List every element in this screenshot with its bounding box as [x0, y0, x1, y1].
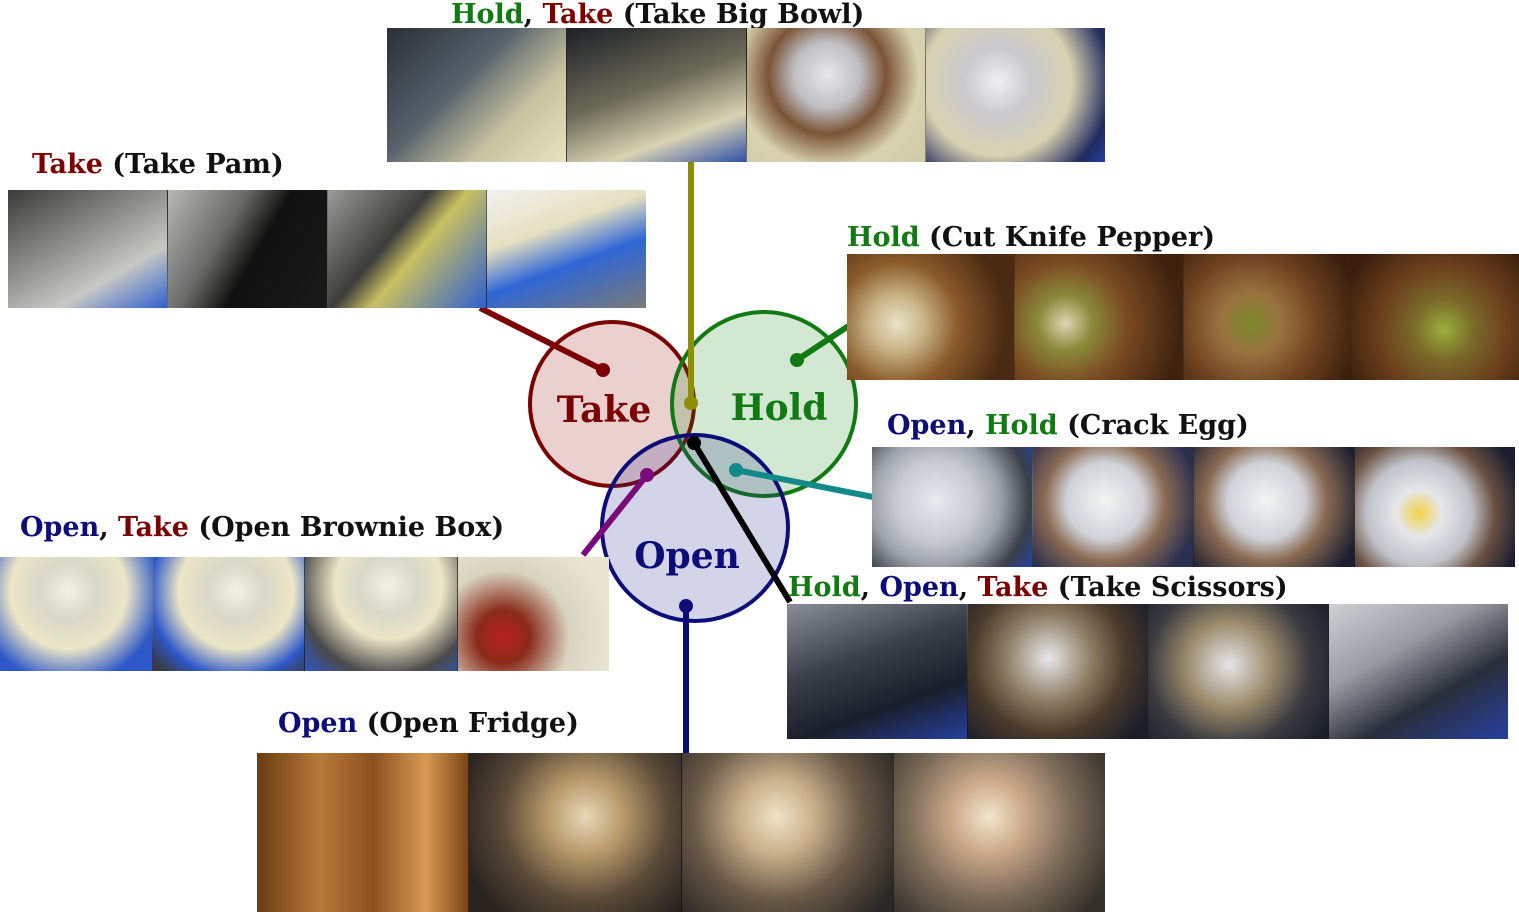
caption-open-fridge: Open (Open Fridge) — [278, 710, 579, 737]
frames-take-pam — [8, 190, 646, 308]
video-frame — [787, 604, 968, 739]
connector-dot-scissors — [687, 436, 701, 450]
caption-verb-open: Open — [887, 410, 967, 441]
caption-action: (Take Big Bowl) — [613, 0, 865, 30]
video-frame — [457, 557, 609, 671]
caption-verb-hold: Hold — [847, 222, 920, 253]
hold-label: Hold — [731, 387, 828, 429]
caption-take-pam: Take (Take Pam) — [32, 151, 284, 178]
caption-sep: , — [966, 410, 986, 441]
video-frame — [257, 753, 470, 912]
frames-take-scissors — [787, 604, 1508, 739]
video-frame — [566, 28, 747, 162]
video-frame — [967, 604, 1148, 739]
connector-pam — [478, 305, 605, 373]
caption-action: (Take Pam) — [102, 149, 284, 180]
connector-scissors — [691, 441, 793, 604]
caption-verb-open: Open — [278, 708, 358, 739]
video-frame — [327, 190, 488, 308]
caption-action: (Open Brownie Box) — [188, 512, 505, 543]
video-frame — [1351, 254, 1519, 380]
take-label: Take — [557, 389, 652, 431]
caption-verb-take: Take — [542, 0, 614, 30]
caption-verb-hold: Hold — [788, 572, 861, 603]
caption-verb-take: Take — [977, 572, 1049, 603]
caption-sep: , — [99, 512, 119, 543]
video-frame — [8, 190, 168, 308]
video-frame — [746, 28, 927, 162]
caption-action: (Open Fridge) — [357, 708, 579, 739]
video-frame — [1183, 254, 1352, 380]
caption-sep: , — [523, 0, 543, 30]
frames-open-fridge — [257, 753, 1105, 912]
video-frame — [926, 28, 1105, 162]
video-frame — [469, 753, 682, 912]
video-frame — [0, 557, 153, 671]
caption-verb-open: Open — [879, 572, 959, 603]
caption-crack-egg: Open, Hold (Crack Egg) — [887, 412, 1249, 439]
connector-dot-pepper — [790, 353, 804, 367]
video-frame — [681, 753, 894, 912]
video-frame — [872, 447, 1033, 567]
connector-dot-egg — [729, 463, 743, 477]
connector-pepper — [795, 322, 852, 363]
video-frame — [1328, 604, 1508, 739]
video-frame — [847, 254, 1016, 380]
connector-dot-brownie — [640, 468, 654, 482]
caption-verb-open: Open — [20, 512, 100, 543]
caption-take-big-bowl: Hold, Take (Take Big Bowl) — [451, 1, 864, 28]
video-frame — [387, 28, 567, 162]
frames-crack-egg — [872, 447, 1515, 567]
open-circle — [600, 433, 790, 623]
frames-take-big-bowl — [387, 28, 1105, 162]
connector-dot-pam — [596, 363, 610, 377]
video-frame — [487, 190, 646, 308]
caption-sep: , — [860, 572, 880, 603]
caption-sep: , — [958, 572, 978, 603]
frames-open-brownie-box — [0, 557, 609, 671]
connector-dot-fridge — [679, 599, 693, 613]
caption-verb-take: Take — [32, 149, 103, 180]
caption-cut-knife-pepper: Hold (Cut Knife Pepper) — [847, 224, 1215, 251]
caption-open-brownie-box: Open, Take (Open Brownie Box) — [20, 514, 504, 541]
video-frame — [1033, 447, 1194, 567]
connector-dot-big-bowl — [684, 396, 698, 410]
video-frame — [1148, 604, 1329, 739]
caption-verb-take: Take — [118, 512, 189, 543]
connector-egg — [735, 467, 874, 500]
video-frame — [1355, 447, 1515, 567]
caption-verb-hold: Hold — [985, 410, 1058, 441]
video-frame — [1194, 447, 1355, 567]
video-frame — [152, 557, 305, 671]
caption-verb-hold: Hold — [451, 0, 524, 30]
caption-action: (Cut Knife Pepper) — [919, 222, 1216, 253]
video-frame — [305, 557, 458, 671]
caption-action: (Crack Egg) — [1057, 410, 1249, 441]
video-frame — [167, 190, 328, 308]
connector-brownie — [580, 473, 650, 557]
video-frame — [893, 753, 1105, 912]
open-label: Open — [634, 535, 740, 577]
caption-action: (Take Scissors) — [1048, 572, 1288, 603]
hold-circle — [670, 310, 858, 498]
frames-cut-knife-pepper — [847, 254, 1519, 380]
video-frame — [1015, 254, 1184, 380]
caption-take-scissors: Hold, Open, Take (Take Scissors) — [788, 574, 1288, 601]
